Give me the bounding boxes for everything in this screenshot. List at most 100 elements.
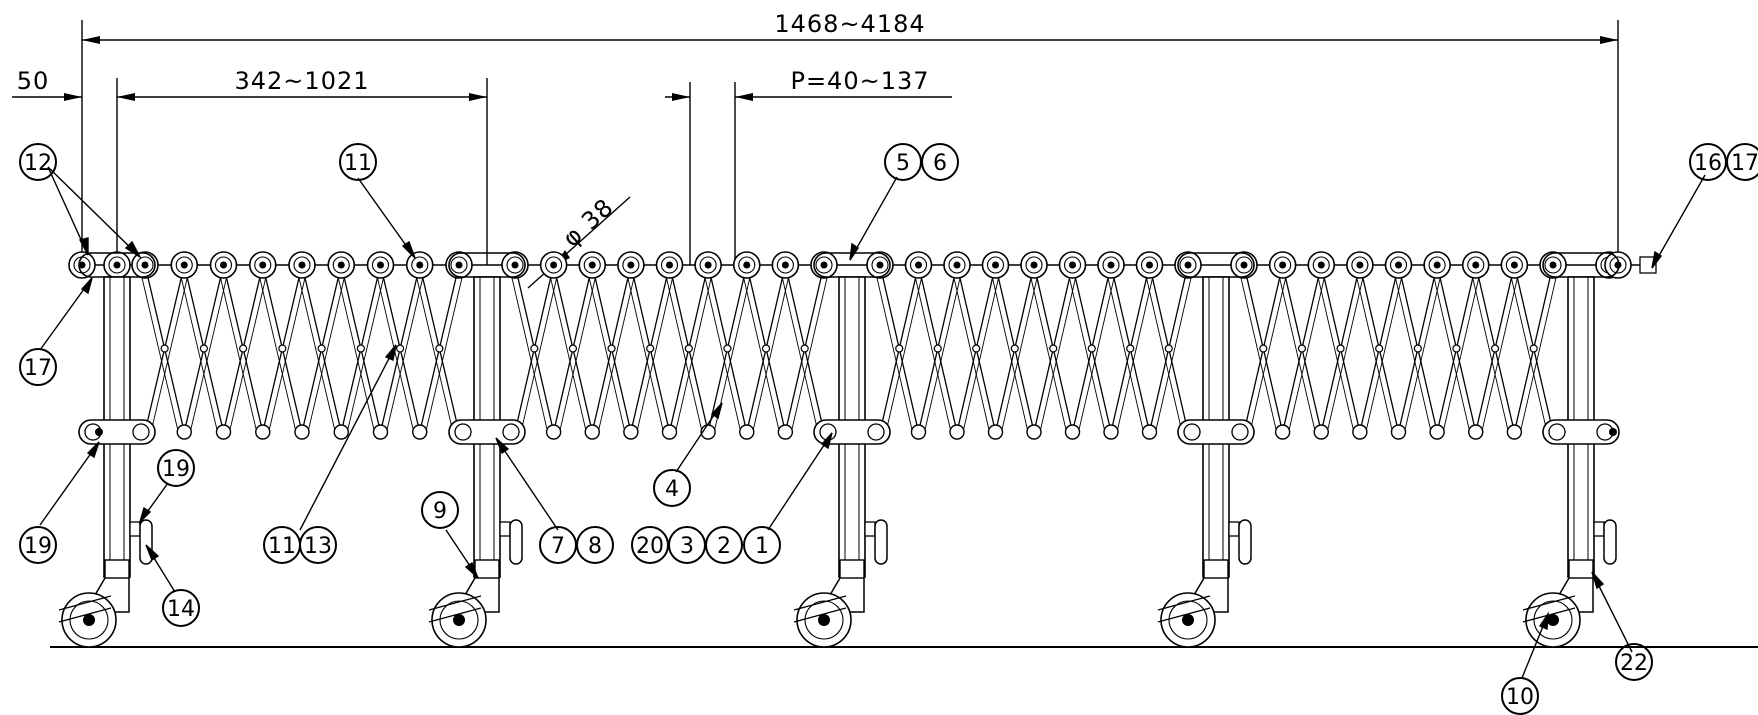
scissor-link <box>1249 264 1290 433</box>
scissor-link <box>268 264 309 433</box>
pivot-pin <box>646 344 655 353</box>
scissor-link <box>1039 264 1079 433</box>
roller-hub <box>909 256 928 274</box>
bottom-pivot <box>1141 424 1158 440</box>
roller-hub <box>1389 256 1408 274</box>
caster-hub <box>453 614 465 626</box>
scissor-link <box>413 264 454 433</box>
pivot-pin <box>1452 344 1461 353</box>
scissor-link <box>790 264 831 433</box>
scissor-link <box>386 264 427 433</box>
end-stop-pin <box>1609 428 1617 436</box>
scissor-link <box>1481 264 1521 433</box>
balloon-19-left-label: 19 <box>24 534 52 559</box>
scissor-link <box>989 264 1029 433</box>
bottom-pivot <box>255 424 271 440</box>
balloon-1-label: 1 <box>755 534 769 559</box>
balloon-14-label: 14 <box>167 597 195 622</box>
roller-axle <box>550 261 558 269</box>
pivot-pin <box>396 344 405 353</box>
scissor-link <box>1276 264 1316 433</box>
lower-bracket-pin <box>867 423 885 441</box>
balloon-2-label: 2 <box>717 534 731 559</box>
roller-axle <box>78 261 86 269</box>
scissor-link <box>663 264 703 433</box>
pivot-pin <box>607 344 616 353</box>
caster-plate <box>1568 559 1594 579</box>
balloon-19-left: 19 <box>19 526 57 564</box>
roller-hub <box>776 256 794 274</box>
scissor-link <box>229 264 270 433</box>
pivot-pin <box>317 344 326 353</box>
bottom-pivot <box>176 424 192 440</box>
balloon-17-left: 17 <box>19 348 57 386</box>
caster-hub <box>818 614 830 626</box>
bottom-pivot <box>1103 424 1119 440</box>
balloon-11-top: 11 <box>339 143 377 181</box>
pivot-pin <box>800 344 809 353</box>
roller-hub <box>699 256 717 274</box>
scissor-link <box>1027 264 1067 433</box>
brake-lever <box>1522 607 1576 623</box>
pivot-pin <box>723 344 732 353</box>
scissor-link <box>950 264 990 433</box>
scissor-link <box>778 264 819 433</box>
roller-axle <box>220 261 227 269</box>
dimension-pitch-text: P=40~137 <box>790 67 929 95</box>
caster-plate <box>474 559 500 579</box>
scissor-link <box>1442 264 1483 433</box>
caster-plate <box>839 559 865 579</box>
clamp-stem <box>499 521 511 537</box>
balloon-16: 16 <box>1689 143 1727 181</box>
balloon-16-label: 16 <box>1694 151 1722 176</box>
roller-hub <box>1235 256 1253 274</box>
brake-lever <box>58 607 112 623</box>
scissor-link <box>295 264 336 433</box>
scissor-link <box>1237 264 1278 433</box>
roller-hub <box>411 256 429 274</box>
clamp-knob <box>139 519 153 565</box>
roller-hub <box>622 256 640 274</box>
balloon-5-label: 5 <box>896 151 910 176</box>
balloon-7: 7 <box>539 526 577 564</box>
roller-hub <box>815 256 833 274</box>
balloon-8: 8 <box>576 526 614 564</box>
balloon-2: 2 <box>705 526 743 564</box>
balloon-4-label: 4 <box>665 477 679 502</box>
roller-axle <box>743 261 751 269</box>
scissor-link <box>636 264 676 433</box>
roller-hub <box>1505 256 1523 274</box>
leader-lines <box>39 166 1706 679</box>
clamp-knob <box>1238 519 1252 565</box>
bottom-pivot <box>584 424 600 440</box>
balloon-6-label: 6 <box>933 151 947 176</box>
roller-axle <box>1549 261 1557 269</box>
bottom-pivot <box>1064 424 1081 440</box>
pivot-pin <box>972 344 981 353</box>
bottom-pivot <box>1468 424 1484 440</box>
pivot-pin <box>530 344 539 353</box>
roller-hub <box>583 256 601 274</box>
roller-axle <box>1240 261 1248 269</box>
brake-lever <box>1157 607 1211 623</box>
bottom-pivot <box>739 424 755 440</box>
pivot-pin <box>435 344 444 353</box>
roller-hub <box>450 256 468 274</box>
roller-hub <box>660 256 679 274</box>
bottom-pivot <box>987 424 1004 440</box>
caster-wheel-rim <box>69 600 109 640</box>
scissor-link <box>1288 264 1328 433</box>
brake-lever <box>1522 595 1576 611</box>
bottom-pivot <box>294 424 310 440</box>
roller-hub <box>871 256 889 274</box>
roller-hub <box>545 256 563 274</box>
end-stop-pin <box>95 428 103 436</box>
roller-axle <box>1614 261 1622 269</box>
roller-axle <box>992 261 999 269</box>
bottom-pivot <box>910 424 927 440</box>
bottom-pivot <box>215 424 232 440</box>
roller-axle <box>259 261 267 269</box>
dimension-overall-text: 1468~4184 <box>774 10 925 38</box>
clamp-knob <box>1603 519 1617 565</box>
balloon-10-label: 10 <box>1506 685 1534 710</box>
